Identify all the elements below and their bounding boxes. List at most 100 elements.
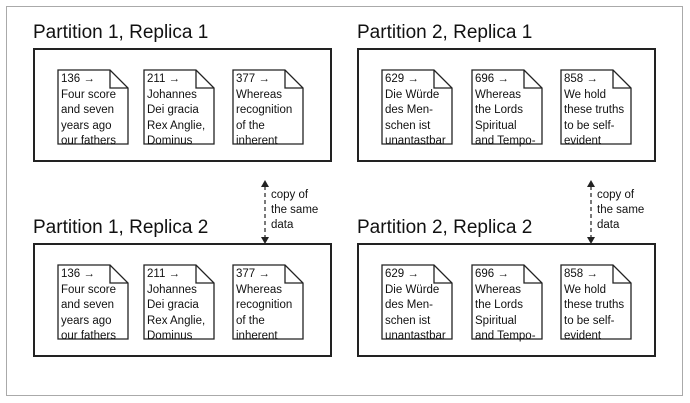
replication-label-line: the same [271, 204, 319, 216]
document-line: Johannes [147, 88, 197, 101]
document-line: Whereas [475, 283, 522, 296]
document-line: Rex Anglie, [147, 314, 206, 327]
document-line: Rex Anglie, [147, 119, 206, 132]
document-line: years ago [61, 119, 112, 132]
document-key: 136 → [61, 268, 95, 280]
document-line: inherent [236, 330, 278, 342]
document-line: and seven [61, 299, 115, 311]
document-line: our fathers [61, 330, 116, 342]
partition-2-replica-1-title: Partition 2, Replica 1 [357, 22, 533, 43]
document-line: Whereas [236, 283, 283, 296]
document-line: Johannes [147, 283, 197, 296]
document-icon: 858 → We hold these truths to be self- e… [560, 264, 632, 342]
document-line: years ago [61, 314, 112, 327]
document-line: these truths [564, 104, 625, 116]
document-line: of the [236, 314, 265, 327]
document-key: 136 → [61, 73, 95, 85]
document-key: 858 → [564, 268, 598, 280]
document-text: 377 → Whereas recognition of the inheren… [236, 72, 302, 150]
document-line: of the [236, 119, 265, 132]
document-line: We hold [564, 88, 606, 101]
document-key: 211 → [147, 268, 181, 280]
document-line: Dei gracia [147, 299, 199, 311]
document-key: 629 → [385, 73, 419, 85]
replication-connector-partition-1: copy of the same data [255, 180, 335, 244]
document-line: Dei gracia [147, 104, 199, 116]
document-line: Whereas [236, 88, 283, 101]
document-icon: 136 → Four score and seven years ago our… [57, 264, 129, 342]
document-line: to be self- [564, 314, 615, 327]
document-text: 377 → Whereas recognition of the inheren… [236, 267, 302, 345]
document-line: and Tempo- [475, 135, 536, 147]
document-key: 858 → [564, 73, 598, 85]
document-text: 858 → We hold these truths to be self- e… [564, 72, 630, 150]
document-line: our fathers [61, 135, 116, 147]
document-text: 629 → Die Würde des Men- schen ist unant… [385, 72, 451, 150]
document-icon: 211 → Johannes Dei gracia Rex Anglie, Do… [143, 264, 215, 342]
document-line: Four score [61, 283, 116, 296]
partition-1-replica-2-box: 136 → Four score and seven years ago our… [33, 243, 332, 357]
double-arrow-icon [587, 180, 595, 244]
document-line: des Men- [385, 104, 433, 116]
double-arrow-icon [261, 180, 269, 244]
document-icon: 696 → Whereas the Lords Spiritual and Te… [471, 264, 543, 342]
document-icon: 211 → Johannes Dei gracia Rex Anglie, Do… [143, 69, 215, 147]
document-key: 696 → [475, 73, 509, 85]
document-line: the Lords [475, 104, 523, 116]
document-line: the Lords [475, 299, 523, 311]
document-line: Four score [61, 88, 116, 101]
document-icon: 629 → Die Würde des Men- schen ist unant… [381, 264, 453, 342]
partition-1-replica-1-box: 136 → Four score and seven years ago our… [33, 48, 332, 162]
document-key: 377 → [236, 73, 270, 85]
document-icon: 136 → Four score and seven years ago our… [57, 69, 129, 147]
document-text: 136 → Four score and seven years ago our… [61, 72, 127, 150]
partition-2-replica-1-box: 629 → Die Würde des Men- schen ist unant… [357, 48, 656, 162]
partition-1-replica-1-title: Partition 1, Replica 1 [33, 22, 209, 43]
document-line: Spiritual [475, 314, 517, 327]
document-text: 136 → Four score and seven years ago our… [61, 267, 127, 345]
document-icon: 377 → Whereas recognition of the inheren… [232, 264, 304, 342]
partition-2-replica-2-title: Partition 2, Replica 2 [357, 217, 533, 238]
document-key: 211 → [147, 73, 181, 85]
document-line: schen ist [385, 119, 431, 132]
document-text: 211 → Johannes Dei gracia Rex Anglie, Do… [147, 72, 213, 150]
document-line: these truths [564, 299, 625, 311]
document-line: Spiritual [475, 119, 517, 132]
document-text: 696 → Whereas the Lords Spiritual and Te… [475, 72, 541, 150]
replication-label-line: data [271, 219, 294, 231]
document-line: unantastbar [385, 330, 446, 342]
document-icon: 629 → Die Würde des Men- schen ist unant… [381, 69, 453, 147]
document-line: Whereas [475, 88, 522, 101]
document-line: Dominus [147, 330, 193, 342]
document-line: and seven [61, 104, 115, 116]
document-line: recognition [236, 299, 293, 311]
document-line: Die Würde [385, 88, 440, 101]
document-icon: 858 → We hold these truths to be self- e… [560, 69, 632, 147]
document-text: 211 → Johannes Dei gracia Rex Anglie, Do… [147, 267, 213, 345]
document-text: 858 → We hold these truths to be self- e… [564, 267, 630, 345]
document-line: evident [564, 330, 602, 342]
replication-label: copy of the same data [271, 188, 318, 233]
partition-2-replica-2-box: 629 → Die Würde des Men- schen ist unant… [357, 243, 656, 357]
replication-connector-partition-2: copy of the same data [581, 180, 661, 244]
replication-label: copy of the same data [597, 188, 644, 233]
replication-label-line: copy of [597, 189, 635, 201]
document-line: and Tempo- [475, 330, 536, 342]
document-line: des Men- [385, 299, 433, 311]
document-line: We hold [564, 283, 606, 296]
replication-label-line: data [597, 219, 620, 231]
document-line: Die Würde [385, 283, 440, 296]
document-text: 696 → Whereas the Lords Spiritual and Te… [475, 267, 541, 345]
document-line: evident [564, 135, 602, 147]
document-key: 377 → [236, 268, 270, 280]
replication-label-line: the same [597, 204, 645, 216]
document-line: inherent [236, 135, 278, 147]
document-line: recognition [236, 104, 293, 116]
replication-label-line: copy of [271, 189, 309, 201]
document-text: 629 → Die Würde des Men- schen ist unant… [385, 267, 451, 345]
document-line: schen ist [385, 314, 431, 327]
document-icon: 377 → Whereas recognition of the inheren… [232, 69, 304, 147]
document-icon: 696 → Whereas the Lords Spiritual and Te… [471, 69, 543, 147]
document-line: Dominus [147, 135, 193, 147]
document-line: to be self- [564, 119, 615, 132]
